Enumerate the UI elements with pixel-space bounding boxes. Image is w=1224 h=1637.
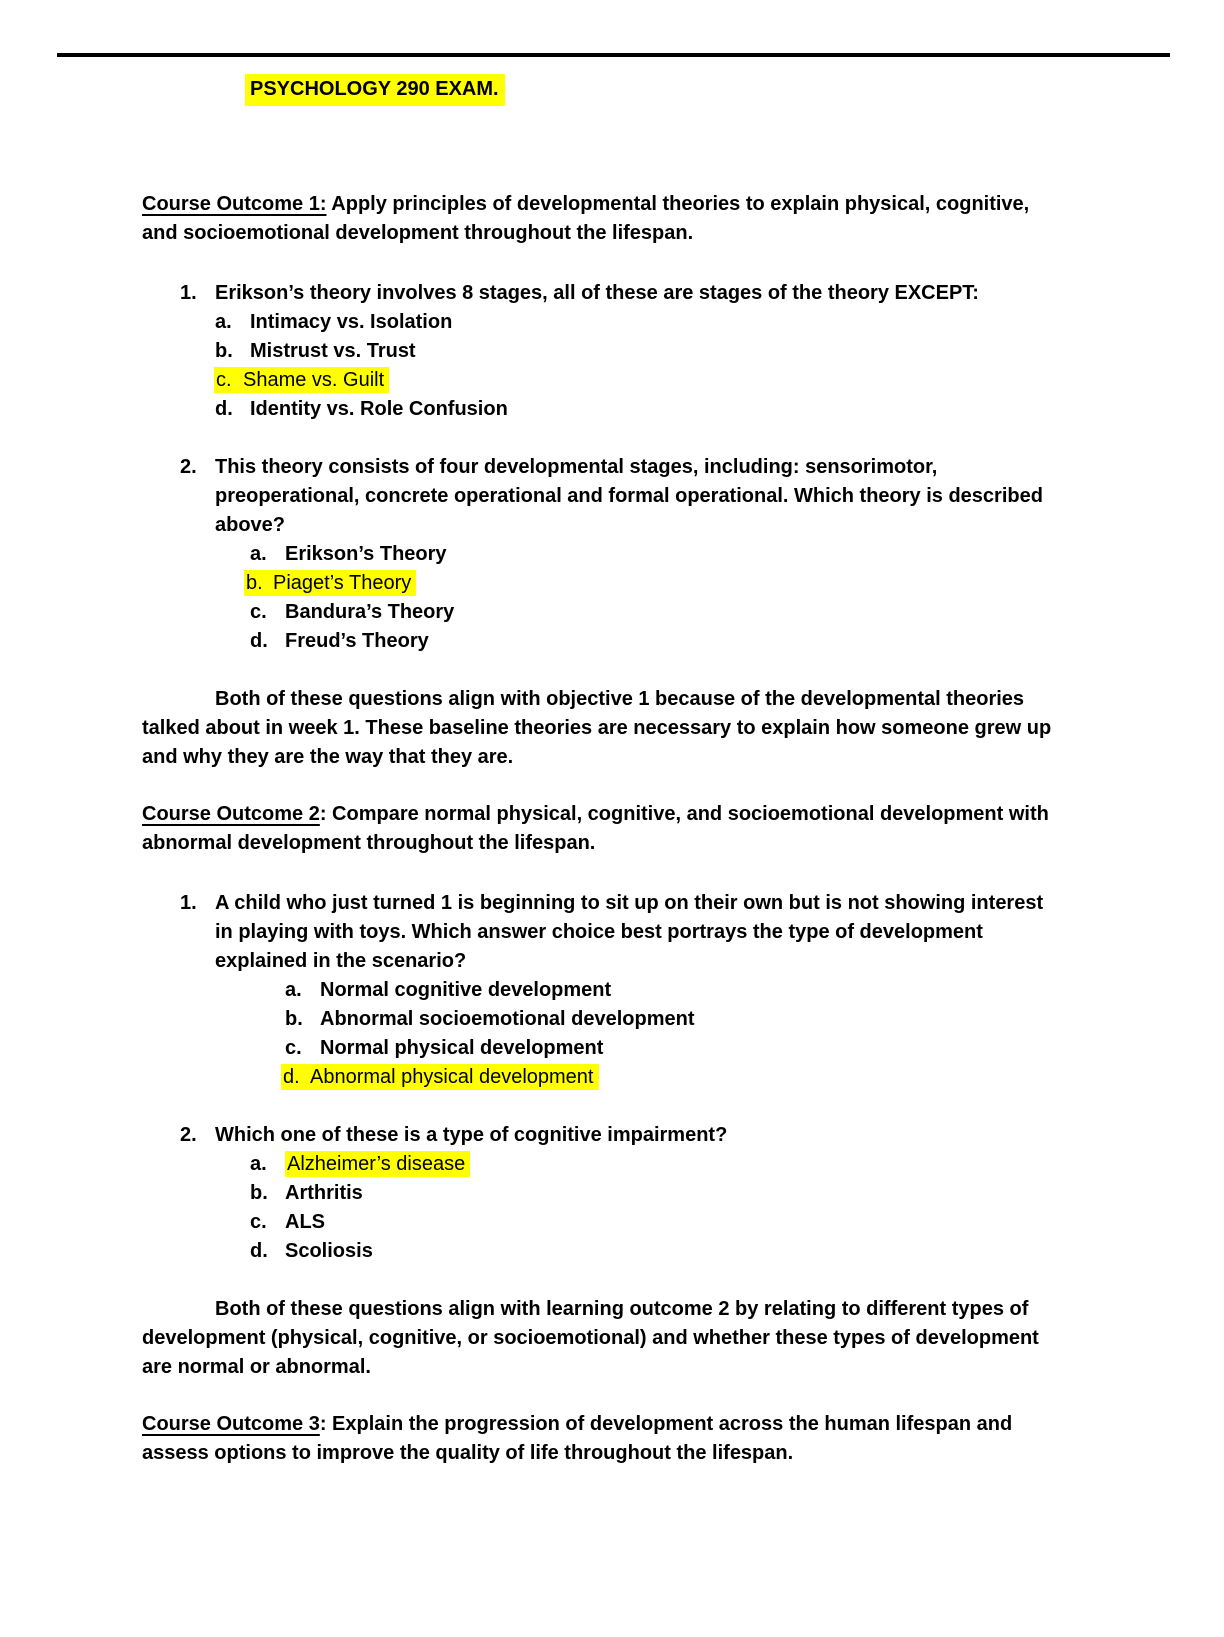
- option-text: Shame vs. Guilt: [243, 369, 385, 391]
- course-outcome-1-description: Apply principles of developmental theori…: [142, 193, 1030, 244]
- course-outcome-3-heading: Course Outcome 3: Explain the progressio…: [142, 1410, 1080, 1468]
- option-row: a. Intimacy vs. Isolation: [142, 308, 1080, 337]
- option-text: Scoliosis: [285, 1240, 373, 1262]
- course-outcome-2-label: Course Outcome 2: [142, 803, 320, 825]
- question-text: A child who just turned 1 is beginning t…: [215, 892, 1044, 972]
- option-text: ALS: [285, 1211, 325, 1233]
- question-number: 2.: [180, 1124, 197, 1146]
- option-text: Normal cognitive development: [320, 979, 612, 1001]
- option-marker: b.: [250, 1182, 268, 1204]
- option-marker: a.: [250, 1153, 267, 1175]
- option-row: b. Arthritis: [142, 1179, 1080, 1208]
- option-marker: d.: [283, 1066, 300, 1088]
- option-row: c. Shame vs. Guilt: [142, 366, 1080, 395]
- option-row: d. Scoliosis: [142, 1237, 1080, 1266]
- course-outcome-3-label: Course Outcome 3: [142, 1413, 320, 1435]
- option-text: Erikson’s Theory: [285, 543, 447, 565]
- summary-paragraph-co2: Both of these questions align with learn…: [142, 1298, 1039, 1378]
- option-row: a. Alzheimer’s disease: [142, 1150, 1080, 1179]
- question-text: This theory consists of four development…: [215, 456, 1043, 536]
- option-text: Abnormal physical development: [310, 1066, 594, 1088]
- exam-document-page: { "colors": { "highlight": "#ffff00", "t…: [0, 53, 1224, 1637]
- course-outcome-3-description: : Explain the progression of development…: [142, 1413, 1013, 1464]
- question-block-co2-q1: 1. A child who just turned 1 is beginnin…: [142, 889, 1080, 1092]
- option-marker: c.: [250, 1211, 267, 1233]
- options-co2-q1: a. Normal cognitive development b. Abnorma…: [142, 976, 1080, 1092]
- option-row: c. Normal physical development: [142, 1034, 1080, 1063]
- options-co1-q1: a. Intimacy vs. Isolation b. Mistrust vs. …: [142, 308, 1080, 424]
- options-co1-q2: a. Erikson’s Theory b. Piaget’s Theory c. B…: [142, 540, 1080, 656]
- option-text: Normal physical development: [320, 1037, 604, 1059]
- course-outcome-1-label: Course Outcome 1:: [142, 193, 327, 215]
- option-row: a. Erikson’s Theory: [142, 540, 1080, 569]
- answer-highlight: c. Shame vs. Guilt: [214, 367, 390, 393]
- option-row: d. Abnormal physical development: [142, 1063, 1080, 1092]
- option-row: d. Freud’s Theory: [142, 627, 1080, 656]
- question-block-co2-q2: 2. Which one of these is a type of cogni…: [142, 1121, 1080, 1266]
- option-marker: d.: [215, 398, 233, 420]
- question-co2-q1: 1. A child who just turned 1 is beginnin…: [180, 889, 1080, 976]
- option-row: b. Piaget’s Theory: [142, 569, 1080, 598]
- question-co1-q2: 2. This theory consists of four developm…: [180, 453, 1080, 540]
- answer-highlight: Alzheimer’s disease: [285, 1151, 471, 1177]
- option-text: Intimacy vs. Isolation: [250, 311, 453, 333]
- summary-paragraph-co1: Both of these questions align with objec…: [142, 688, 1052, 768]
- option-text: Identity vs. Role Confusion: [250, 398, 508, 420]
- option-row: d. Identity vs. Role Confusion: [142, 395, 1080, 424]
- top-divider-rule: [57, 53, 1170, 57]
- option-text: Abnormal socioemotional development: [320, 1008, 695, 1030]
- option-row: b. Abnormal socioemotional development: [142, 1005, 1080, 1034]
- option-marker: b.: [285, 1008, 303, 1030]
- answer-highlight: b. Piaget’s Theory: [244, 570, 417, 596]
- option-row: c. ALS: [142, 1208, 1080, 1237]
- course-outcome-1-heading: Course Outcome 1: Apply principles of de…: [142, 190, 1080, 248]
- option-text: Piaget’s Theory: [273, 572, 412, 594]
- answer-highlight: d. Abnormal physical development: [281, 1064, 599, 1090]
- option-marker: b.: [215, 340, 233, 362]
- question-text: Which one of these is a type of cognitiv…: [215, 1124, 728, 1146]
- option-row: c. Bandura’s Theory: [142, 598, 1080, 627]
- question-text: Erikson’s theory involves 8 stages, all …: [215, 282, 979, 304]
- option-text: Mistrust vs. Trust: [250, 340, 416, 362]
- option-marker: a.: [250, 543, 267, 565]
- option-text: Arthritis: [285, 1182, 363, 1204]
- question-co2-q2: 2. Which one of these is a type of cogni…: [180, 1121, 1080, 1150]
- option-row: a. Normal cognitive development: [142, 976, 1080, 1005]
- question-number: 1.: [180, 892, 197, 914]
- question-block-co1-q2: 2. This theory consists of four developm…: [142, 453, 1080, 656]
- option-marker: c.: [250, 601, 267, 623]
- option-marker: a.: [285, 979, 302, 1001]
- question-number: 1.: [180, 282, 197, 304]
- option-text: Bandura’s Theory: [285, 601, 455, 623]
- document-content: PSYCHOLOGY 290 EXAM. Course Outcome 1: A…: [142, 57, 1080, 1468]
- option-marker: c.: [285, 1037, 302, 1059]
- question-block-co1-q1: 1. Erikson’s theory involves 8 stages, a…: [142, 279, 1080, 424]
- course-outcome-2-description: : Compare normal physical, cognitive, an…: [142, 803, 1049, 854]
- option-marker: d.: [250, 630, 268, 652]
- question-number: 2.: [180, 456, 197, 478]
- option-marker: a.: [215, 311, 232, 333]
- option-row: b. Mistrust vs. Trust: [142, 337, 1080, 366]
- document-title: PSYCHOLOGY 290 EXAM.: [245, 74, 505, 106]
- option-text: Freud’s Theory: [285, 630, 429, 652]
- option-marker: b.: [246, 572, 263, 594]
- options-co2-q2: a.Alzheimer’s disease b.Arthritis c.ALS …: [142, 1150, 1080, 1266]
- question-co1-q1: 1. Erikson’s theory involves 8 stages, a…: [180, 279, 1080, 308]
- option-marker: d.: [250, 1240, 268, 1262]
- option-marker: c.: [216, 369, 232, 391]
- course-outcome-2-heading: Course Outcome 2: Compare normal physica…: [142, 800, 1080, 858]
